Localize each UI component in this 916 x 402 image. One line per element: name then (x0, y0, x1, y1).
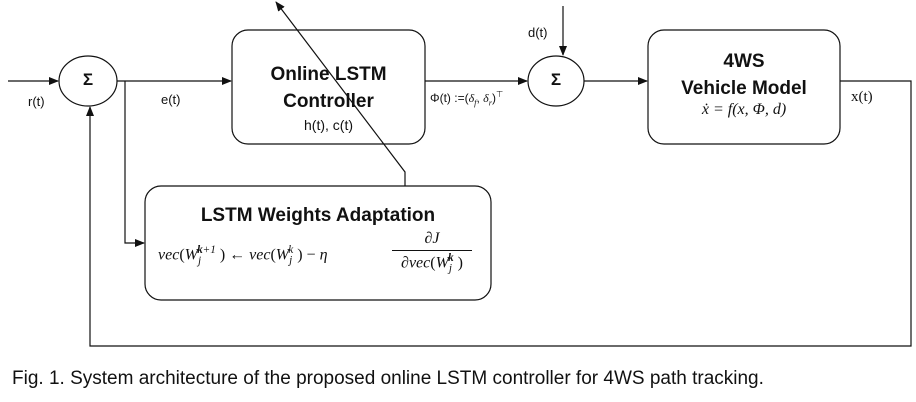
controller-block (231, 29, 426, 145)
adaptation-block (144, 185, 492, 301)
controller-title-1: Online LSTM (270, 64, 387, 85)
adaptation-title: LSTM Weights Adaptation (200, 205, 436, 226)
vehicle-title-2: Vehicle Model (681, 78, 807, 99)
reference-label: r(t) (28, 94, 45, 109)
sum-right-symbol: Σ (550, 70, 562, 89)
feedback-arrow (86, 80, 912, 347)
controller-states: h(t), c(t) (304, 117, 353, 133)
sum-left-symbol: Σ (82, 70, 94, 89)
error-label: e(t) (161, 92, 181, 107)
disturbance-label: d(t) (528, 25, 548, 40)
adaptation-gradient: ∂J ∂vec(Wjk) (392, 230, 472, 275)
figure-caption: Fig. 1. System architecture of the propo… (12, 368, 764, 389)
state-label: x(t) (851, 89, 873, 105)
error-branch-arrow (124, 81, 145, 247)
adaptation-update-lhs: vec(Wjk+1) ← vec(Wjk) − η (158, 244, 328, 267)
vehicle-block (647, 29, 841, 145)
vehicle-equation: ẋ = f(x, Φ, d) (701, 101, 787, 118)
control-label: Φ(t) :=(δf, δr)⊤ (430, 89, 504, 108)
adaptation-arrow (275, 1, 406, 186)
controller-title-2: Controller (283, 91, 374, 112)
vehicle-title-1: 4WS (723, 51, 765, 72)
